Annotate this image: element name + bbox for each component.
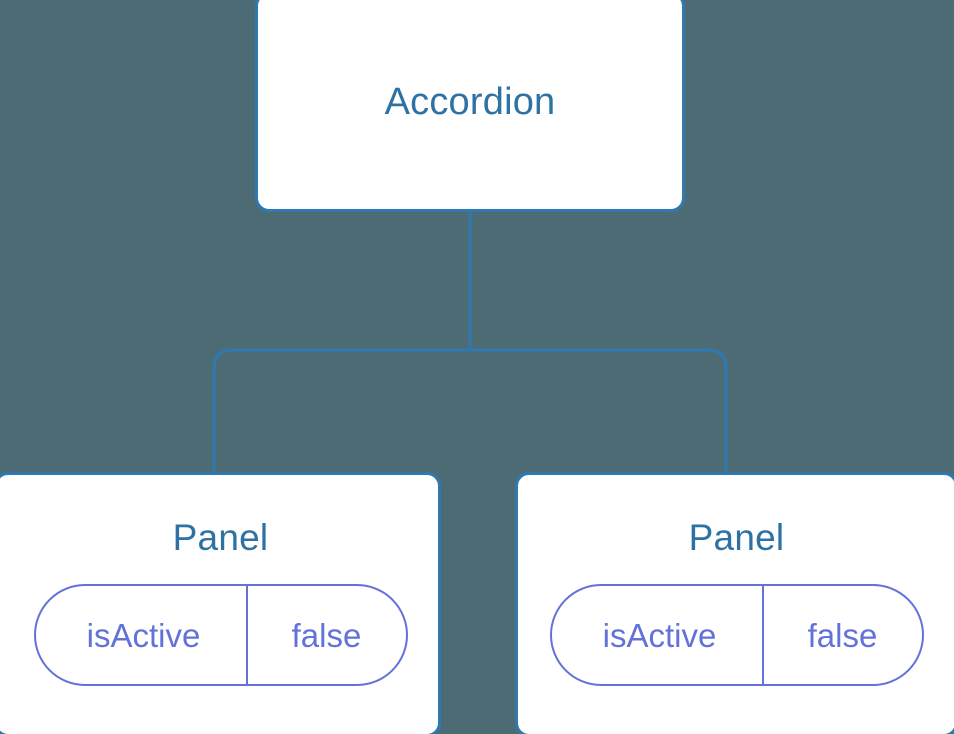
prop-value: false — [291, 616, 362, 654]
node-title: Panel — [688, 517, 785, 558]
prop-key: isActive — [36, 586, 248, 684]
prop-value: false — [807, 616, 878, 654]
node-title: Accordion — [384, 81, 556, 123]
tree-node-panel-1[interactable]: Panel isActive false — [515, 472, 954, 734]
tree-node-panel-0[interactable]: Panel isActive false — [0, 472, 441, 734]
prop-pill[interactable]: isActive false — [549, 584, 924, 686]
node-title: Panel — [172, 517, 269, 558]
tree-node-accordion[interactable]: Accordion — [255, 0, 685, 212]
node-content: Panel isActive false — [549, 517, 924, 686]
prop-pill[interactable]: isActive false — [33, 584, 408, 686]
node-content: Panel isActive false — [33, 517, 408, 686]
prop-key: isActive — [552, 586, 764, 684]
connector-branch — [212, 348, 728, 472]
